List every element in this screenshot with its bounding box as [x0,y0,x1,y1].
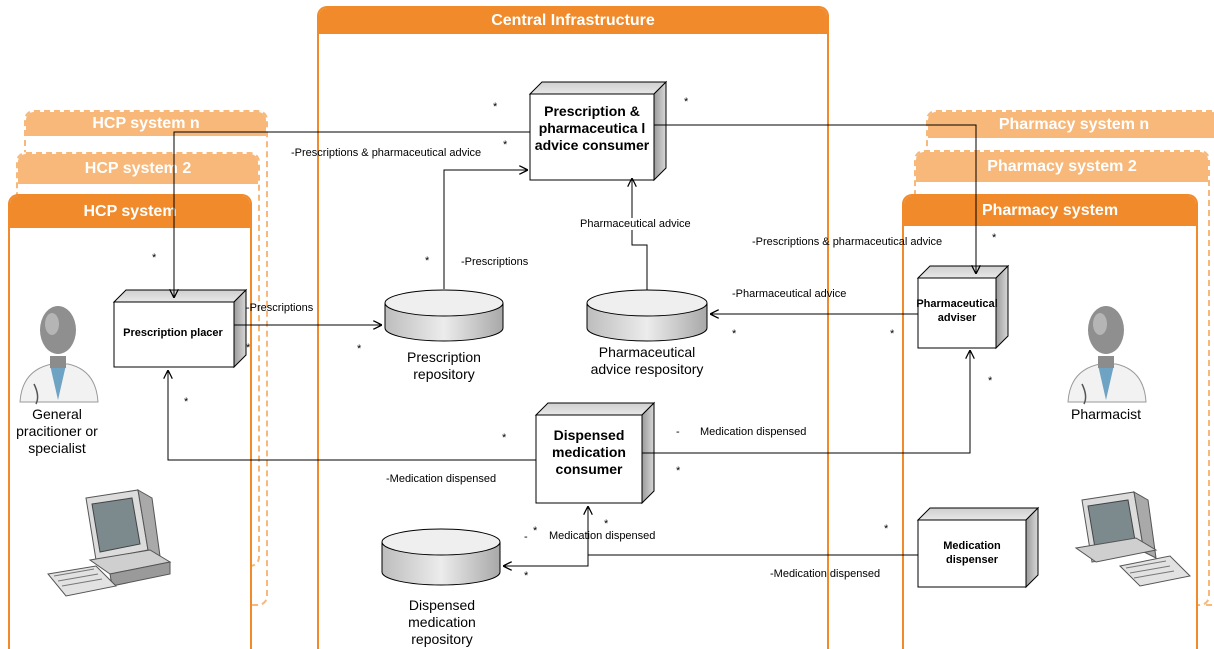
pharmacy-system-2-title: Pharmacy system 2 [916,152,1208,182]
hcp-system-title: HCP system [10,196,250,228]
multiplicity-marker: * [890,328,895,340]
advice-repository-shape [586,289,708,342]
multiplicity-marker: * [425,255,430,267]
adviser-node-shape [916,264,1010,350]
central-infrastructure-title: Central Infrastructure [319,8,827,34]
multiplicity-marker: * [246,342,251,354]
multiplicity-marker: * [732,328,737,340]
placer-node: Prescription placer [123,327,223,339]
multiplicity-marker: * [503,139,508,151]
multiplicity-marker: * [684,96,689,108]
dispensed-repository-label: Dispensed medication repository [408,597,476,647]
multiplicity-marker: * [992,232,997,244]
hcp-system-2-title: HCP system 2 [18,154,258,184]
multiplicity-marker: * [184,396,189,408]
placer-node-shape [112,288,248,369]
dispenser-node-shape [916,506,1040,589]
hcp-system-panel: HCP system [8,194,252,649]
edge-label-adviser-to-advice: -Pharmaceutical advice [732,288,847,300]
multiplicity-marker: * [502,432,507,444]
consumer-node: Prescription & pharmaceutica l advice co… [534,102,650,153]
dispenser-node: Medication dispenser [943,540,1001,566]
multiplicity-marker: * [676,465,681,477]
edge-label-dispensed-to-adviser: Medication dispensed [700,426,807,438]
dispensed-repository-shape [381,528,501,586]
gp-label: General pracitioner or specialist [16,406,98,456]
edge-label-hcp-to-consumer: -Prescriptions & pharmaceutical advice [291,147,482,159]
edge-label-dispensed-to-placer: -Medication dispensed [386,473,497,485]
edge-label-dispenser-to-repo: -Medication dispensed [770,568,881,580]
dispensed-consumer-node: Dispensed medication consumer [552,426,626,477]
edge-label-placer-to-repo: -Prescriptions [246,302,314,314]
computer-icon [47,489,172,597]
multiplicity-marker: * [533,525,538,537]
multiplicity-marker: * [357,343,362,355]
pharmacist-avatar-icon [1067,306,1147,405]
consumer-node-shape [528,80,668,182]
hcp-system-n-title: HCP system n [26,112,266,136]
advice-repository-label: Pharmaceutical advice respository [590,344,704,377]
multiplicity-marker: * [524,570,529,582]
edge-label-advice-to-consumer: Pharmaceutical advice [580,218,691,230]
edge-label-repo-to-consumer: -Prescriptions [461,256,529,268]
multiplicity-marker: * [988,375,993,387]
computer-icon [1074,491,1192,587]
multiplicity-marker: * [493,101,498,113]
connectors [168,124,976,566]
multiplicity-marker: * [152,252,157,264]
prescription-repository-label: Prescription repository [407,349,481,382]
multiplicity-marker: * [884,523,889,535]
edge-label-repo-to-dispensed: Medication dispensed [549,530,656,542]
edge-label-dispensed-to-adviser-dash: - [676,426,680,438]
doctor-avatar-icon [19,306,99,405]
pharmacist-label: Pharmacist [1070,406,1142,422]
pharmacy-system-title: Pharmacy system [904,196,1196,226]
adviser-node: Pharmaceutical adviser [916,298,998,324]
edge-label-repo-to-dispensed-dash: - [524,531,528,543]
edge-label-consumer-to-adviser: -Prescriptions & pharmaceutical advice [752,236,943,248]
multiplicity-marker: * [604,518,609,530]
prescription-repository-shape [384,289,504,342]
